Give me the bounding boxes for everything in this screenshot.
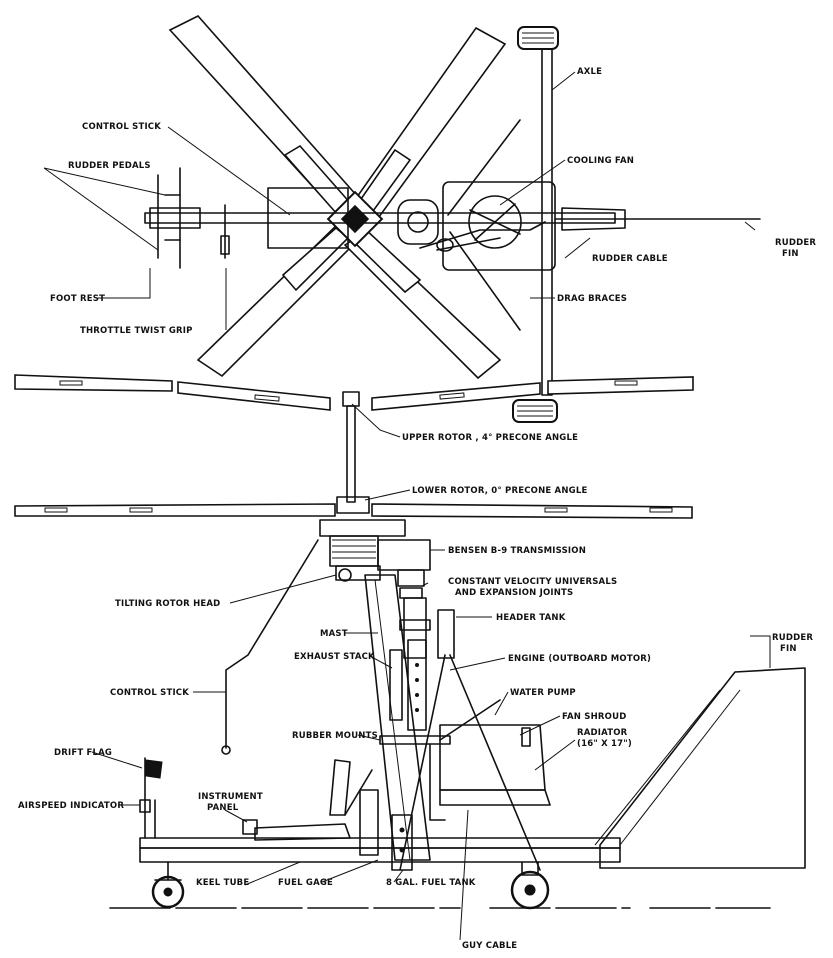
water-pump (521, 727, 531, 747)
transmission-top (397, 199, 439, 245)
fan-shroud (439, 789, 551, 806)
upper-rotor-right-inner (371, 382, 541, 411)
instrument-panel (242, 819, 258, 835)
label-control-stick-side: CONTROL STICK (110, 688, 189, 698)
side-rotors (14, 374, 694, 519)
label-fan-shroud: FAN SHROUD (562, 712, 626, 722)
label-guy-cable: GUY CABLE (462, 941, 517, 951)
header-tank (437, 609, 455, 659)
label-rudder-fin-top-1: RUDDER (775, 238, 816, 248)
label-engine: ENGINE (OUTBOARD MOTOR) (508, 654, 651, 664)
label-cv-universals-1: CONSTANT VELOCITY UNIVERSALS (448, 577, 617, 587)
leader-lines (43, 71, 771, 941)
label-instrument-panel-1: INSTRUMENT (198, 792, 263, 802)
cooling-fan-top (468, 195, 522, 249)
bensen-b9-transmission (377, 539, 431, 571)
label-upper-rotor: UPPER ROTOR , 4° PRECONE ANGLE (402, 433, 578, 443)
label-rudder-fin-side-1: RUDDER (772, 633, 813, 643)
upper-rotor-left-inner (177, 381, 331, 411)
label-instrument-panel-2: PANEL (207, 803, 239, 813)
side-view (109, 519, 806, 910)
airspeed-indicator (139, 799, 151, 813)
label-water-pump: WATER PUMP (510, 688, 576, 698)
label-rudder-fin-side-2: FIN (780, 644, 797, 654)
exhaust-stack (389, 649, 403, 721)
lower-rotor-left (14, 503, 336, 517)
tilting-rotor-head (335, 565, 381, 581)
label-mast: MAST (320, 629, 348, 639)
drag-brace-1 (447, 119, 521, 216)
label-radiator-2: (16" X 17") (577, 739, 632, 749)
label-lower-rotor: LOWER ROTOR, 0° PRECONE ANGLE (412, 486, 587, 496)
lower-rotor-right (371, 503, 693, 519)
drift-flag (145, 759, 163, 779)
cv-joint-upper (397, 569, 425, 587)
labels: AXLE CONTROL STICK COOLING FAN RUDDER PE… (18, 67, 816, 951)
label-fuel-gage: FUEL GAGE (278, 878, 333, 888)
label-rudder-pedals: RUDDER PEDALS (68, 161, 151, 171)
rudder-fin-side (599, 667, 806, 869)
label-cooling-fan: COOLING FAN (567, 156, 634, 166)
fuel-tank (359, 789, 379, 856)
label-drift-flag: DRIFT FLAG (54, 748, 112, 758)
keel-tube-side (139, 837, 621, 849)
label-throttle-twist-grip: THROTTLE TWIST GRIP (80, 326, 193, 336)
axle-top (541, 44, 553, 396)
label-axle: AXLE (577, 67, 602, 77)
label-fuel-tank: 8 GAL. FUEL TANK (386, 878, 476, 888)
label-control-stick-top: CONTROL STICK (82, 122, 161, 132)
drag-brace-2 (449, 231, 521, 331)
label-rubber-mounts: RUBBER MOUNTS (292, 731, 378, 741)
label-rudder-fin-top-2: FIN (782, 249, 799, 259)
mast (364, 574, 431, 861)
transmission-plate (319, 519, 406, 537)
top-view (144, 15, 761, 423)
label-rudder-cable: RUDDER CABLE (592, 254, 668, 264)
fuel-gage (391, 814, 413, 871)
engine-box-top (442, 181, 556, 271)
keel-tube-top (144, 212, 616, 224)
upper-hub (342, 391, 360, 407)
engine-column (407, 639, 427, 731)
lower-hub (336, 496, 370, 514)
label-radiator-1: RADIATOR (577, 728, 628, 738)
top-frame (144, 26, 761, 423)
label-cv-universals-2: AND EXPANSION JOINTS (455, 588, 573, 598)
drive-shaft (403, 597, 427, 659)
upper-rotor-left-outer (14, 374, 173, 392)
top-rotor-blades (168, 15, 507, 380)
label-tilting-rotor-head: TILTING ROTOR HEAD (115, 599, 220, 609)
label-drag-braces: DRAG BRACES (557, 294, 627, 304)
label-foot-rest: FOOT REST (50, 294, 105, 304)
label-header-tank: HEADER TANK (496, 613, 566, 623)
label-airspeed-indicator: AIRSPEED INDICATOR (18, 801, 124, 811)
control-stick-side (225, 539, 319, 749)
seat-back (329, 759, 351, 816)
label-exhaust-stack: EXHAUST STACK (294, 652, 375, 662)
seat-outline-top (267, 187, 349, 249)
label-keel-tube: KEEL TUBE (196, 878, 249, 888)
label-transmission: BENSEN B-9 TRANSMISSION (448, 546, 586, 556)
rotor-shaft (346, 405, 356, 503)
